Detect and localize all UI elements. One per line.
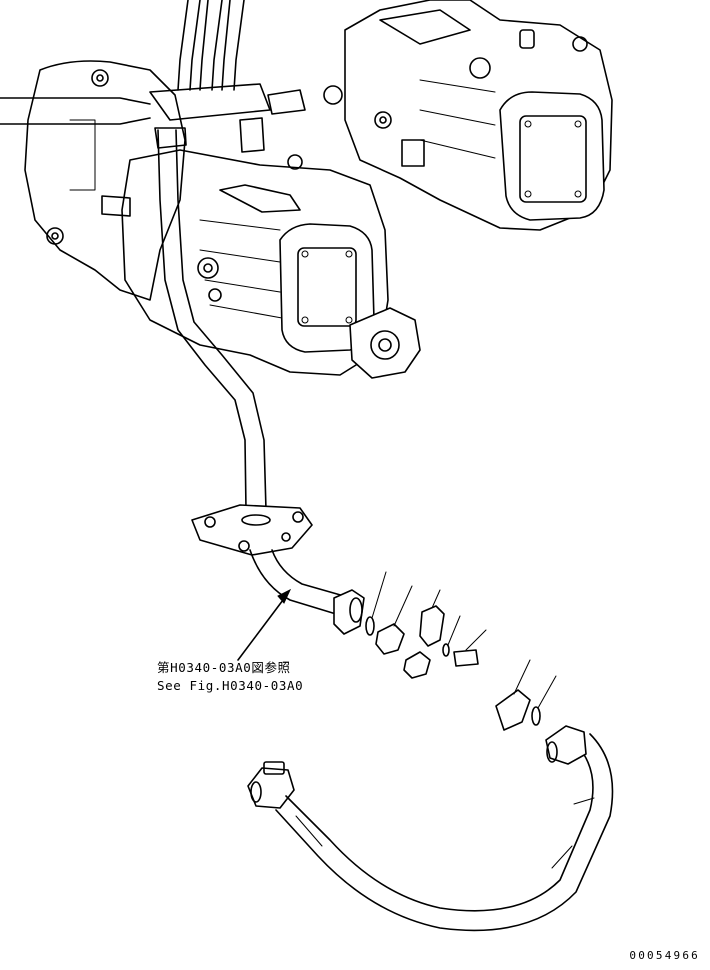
reference-arrow xyxy=(237,588,292,661)
leader-line-2 xyxy=(393,585,413,627)
leader-line-5 xyxy=(465,629,487,651)
reference-label-english: See Fig.H0340-03A0 xyxy=(157,678,304,693)
o-ring-1 xyxy=(365,616,375,636)
leader-line-7 xyxy=(537,675,557,709)
spacer xyxy=(375,623,405,655)
bolt xyxy=(453,649,479,667)
lower-hose xyxy=(247,725,614,932)
leader-line-4 xyxy=(447,615,461,646)
upper-hoses xyxy=(149,0,306,153)
split-flange-2 xyxy=(495,689,531,731)
split-flange-upper xyxy=(419,605,445,647)
flange-and-elbow xyxy=(191,504,365,635)
right-pump-assembly xyxy=(323,0,613,231)
washer xyxy=(442,643,450,657)
leader-line-6 xyxy=(513,659,531,695)
drawing-number: 00054966 xyxy=(629,949,700,962)
leader-line-1 xyxy=(371,571,387,619)
o-ring-2 xyxy=(531,706,541,726)
exploded-parts xyxy=(365,571,557,731)
reference-label-japanese: 第H0340-03A0図参照 xyxy=(157,660,291,675)
left-pump-assembly xyxy=(0,60,421,379)
leader-line-3 xyxy=(431,589,441,609)
split-flange-lower xyxy=(403,651,431,679)
